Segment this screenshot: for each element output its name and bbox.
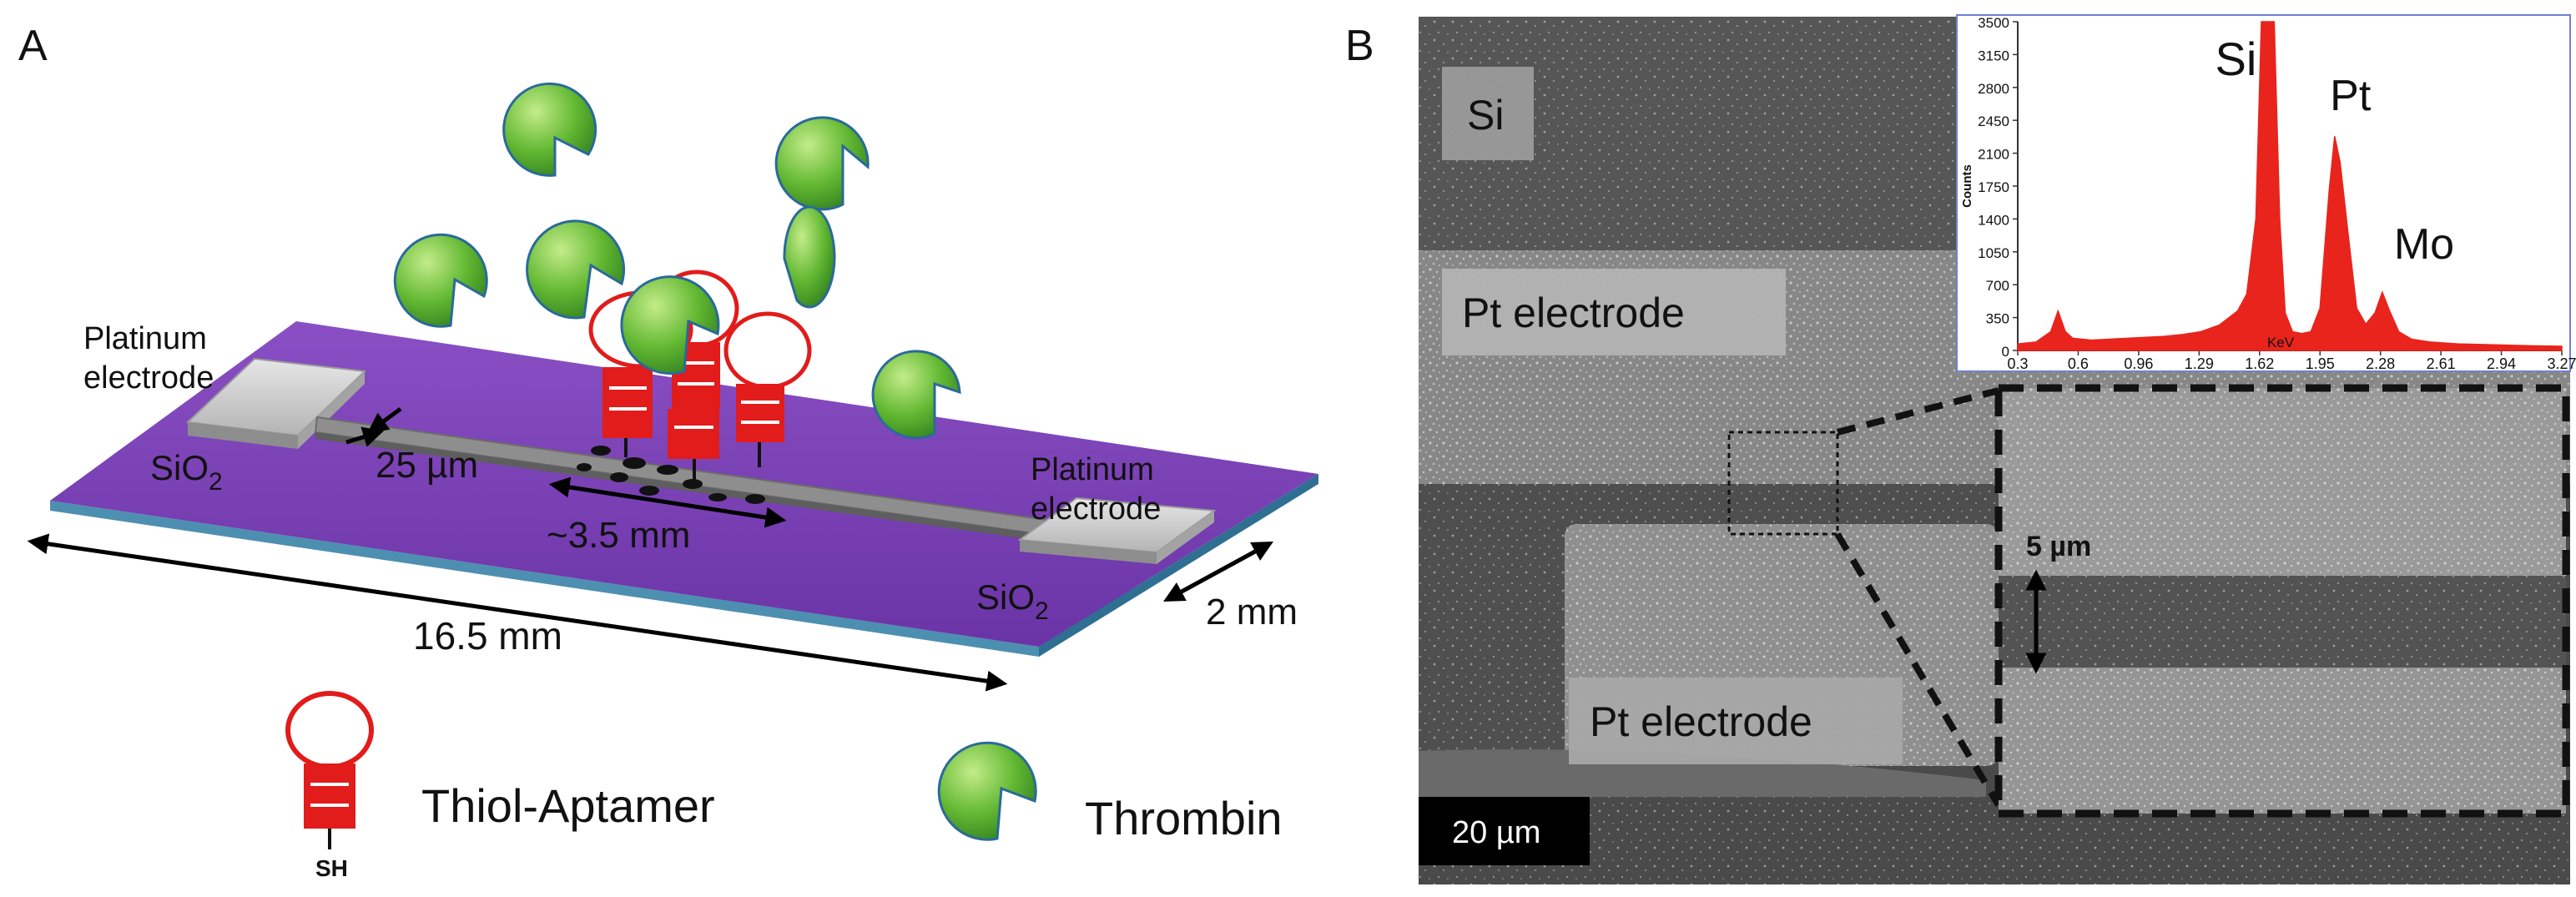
gap-label: 25 µm [376, 445, 478, 486]
zoom-line-bottom [1834, 532, 2002, 808]
zoom-source-box [1727, 431, 1839, 536]
gap-arrow-bottom [345, 426, 384, 447]
x-tick-label: 2.61 [2427, 355, 2456, 372]
y-tick-label: 2450 [1978, 113, 2009, 129]
peak-label: Pt [2330, 72, 2372, 120]
y-tick-label: 1750 [1978, 179, 2009, 195]
platinum-right-line1: Platinum [1031, 452, 1154, 487]
channel-arrow [548, 476, 787, 528]
thrombin-1 [502, 82, 597, 177]
legend-thrombin-label: Thrombin [1085, 792, 1283, 844]
sem-label-pt-bottom: Pt electrode [1590, 698, 1812, 745]
dimension-arrows [27, 406, 1273, 692]
thrombin-legend-icon [937, 741, 1037, 841]
x-axis-label: KeV [2267, 335, 2295, 350]
legend-thrombin: Thrombin [937, 741, 1283, 844]
aptamer-1 [588, 290, 693, 457]
platinum-left-line2: electrode [83, 360, 214, 396]
legend-aptamer-label: Thiol-Aptamer [421, 779, 715, 832]
aptamer-legend-icon [285, 691, 374, 769]
platinum-electrode-left [185, 357, 367, 449]
y-tick-label: 350 [1986, 311, 2009, 327]
length-label: 16.5 mm [413, 614, 562, 658]
y-tick-label: 3150 [1978, 48, 2009, 63]
y-tick-label: 700 [1986, 278, 2009, 294]
thrombin-3 [393, 233, 488, 328]
x-tick-label: 1.29 [2185, 355, 2214, 372]
gap-arrow-top [366, 406, 402, 434]
platinum-electrode-right [1017, 496, 1217, 564]
scale-bar-box [1419, 797, 1590, 865]
thrombin-6 [783, 205, 836, 309]
platinum-left-line1: Platinum [83, 321, 207, 356]
width-label: 2 mm [1206, 592, 1298, 632]
eds-chart: 0 350 700 1050 1400 1750 2100 2450 2800 3150 3500 0… [1956, 14, 2576, 372]
length-arrow [27, 533, 1008, 692]
x-tick-label: 1.95 [2306, 355, 2335, 372]
sem-label-pt-top: Pt electrode [1462, 290, 1685, 336]
peak-label: Mo [2394, 220, 2454, 269]
y-tick-label: 2100 [1978, 147, 2009, 163]
panel-a-letter: A [18, 22, 48, 70]
x-tick-label: 0.96 [2124, 355, 2153, 372]
panel-b-letter: B [1345, 22, 1374, 70]
surface-aptamers [588, 270, 812, 480]
y-tick-label: 1050 [1978, 245, 2009, 261]
y-tick-label: 0 [2002, 344, 2009, 360]
thrombin-4 [526, 219, 626, 320]
thrombin-7 [871, 350, 961, 440]
x-tick-label: 0.6 [2068, 355, 2089, 372]
x-tick-label: 1.62 [2245, 355, 2274, 372]
thrombin-molecules [393, 82, 961, 440]
width-arrow [1163, 542, 1273, 602]
x-tick-label: 3.27 [2547, 355, 2576, 372]
y-tick-label: 1400 [1978, 212, 2009, 228]
scale-bar-label: 20 µm [1452, 815, 1540, 850]
thrombin-2 [774, 116, 870, 211]
legend-sh-label: SH [315, 855, 348, 881]
y-tick-label: 2800 [1978, 81, 2009, 97]
aptamer-3 [723, 311, 812, 467]
sem-label-si: Si [1467, 92, 1504, 139]
thrombin-5 [620, 275, 720, 375]
x-tick-label: 2.94 [2487, 355, 2516, 372]
chart-layer: 0 350 700 1050 1400 1750 2100 2450 2800 3150 3500 0… [1960, 15, 2576, 372]
panel-b: B Si Pt electrode Pt electrode [1345, 14, 2576, 884]
sio2-right: SiO2 [976, 577, 1049, 625]
sio2-left: SiO2 [150, 448, 223, 496]
platinum-right-line2: electrode [1031, 491, 1161, 527]
magnified-inset: 5 µm [1994, 384, 2570, 818]
peak-label: Si [2216, 33, 2257, 85]
channel-label: ~3.5 mm [547, 515, 690, 556]
y-axis-label: Counts [1960, 164, 1974, 208]
inset-scale-label: 5 µm [2026, 531, 2091, 562]
legend-aptamer: SH Thiol-Aptamer [285, 691, 715, 881]
panel-a: A [18, 22, 1318, 881]
x-tick-label: 2.28 [2366, 355, 2395, 372]
x-tick-label: 0.3 [2007, 355, 2028, 372]
y-tick-label: 3500 [1978, 15, 2009, 31]
eds-spectrum-area [2017, 21, 2563, 351]
